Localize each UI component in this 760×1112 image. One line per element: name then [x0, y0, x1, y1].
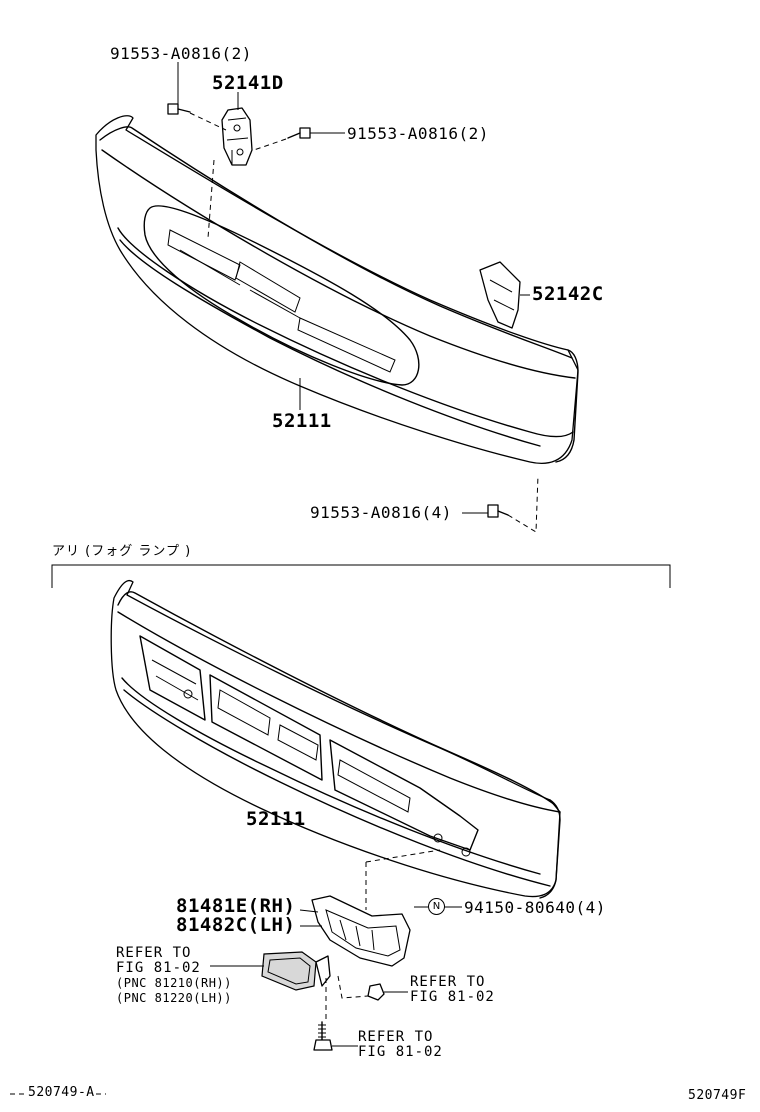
- bracket-52142c-drawing: [479, 261, 521, 329]
- label-screw-refer-2: FIG 81-02: [358, 1044, 443, 1060]
- footer-code-right: 520749F: [688, 1088, 747, 1103]
- label-bolt-top-left: 91553-A0816(2): [110, 44, 252, 63]
- label-fog-pnc-rh: (PNC 81210(RH)): [116, 976, 232, 990]
- lower-bumper-drawing: [110, 579, 561, 899]
- label-bolt-top-right: 91553-A0816(2): [347, 124, 489, 143]
- nut-n-marker-icon: N: [428, 898, 445, 915]
- upper-bumper-drawing: [95, 115, 579, 464]
- section-frame: [51, 564, 671, 588]
- leader-cover-dash: [365, 849, 441, 910]
- label-bumper-upper: 52111: [272, 410, 332, 432]
- label-screw-refer-1: REFER TO: [358, 1029, 434, 1045]
- bracket-52141d-drawing: [221, 107, 253, 166]
- label-cover-lh: 81482C(LH): [176, 914, 296, 936]
- bolt-upper-bottom-drawing: [487, 474, 539, 533]
- bolt-upper-left-drawing: [167, 103, 227, 131]
- label-clip-refer-1: REFER TO: [410, 974, 486, 990]
- label-cover-rh: 81481E(RH): [176, 895, 296, 917]
- label-fog-refer-1: REFER TO: [116, 945, 192, 961]
- label-fog-pnc-lh: (PNC 81220(LH)): [116, 991, 232, 1005]
- label-fog-refer-2: FIG 81-02: [116, 960, 201, 976]
- label-nut: 94150-80640(4): [464, 898, 606, 917]
- bolt-upper-right-drawing: [253, 127, 311, 151]
- label-bracket-52142c: 52142C: [532, 283, 604, 305]
- footer-code-left: 520749-A: [28, 1085, 95, 1100]
- label-bracket-52141d: 52141D: [212, 72, 284, 94]
- label-section-fog: アリ (フォグ ランプ ): [52, 544, 192, 559]
- label-bolt-bottom: 91553-A0816(4): [310, 503, 452, 522]
- fog-cover-drawing: [311, 895, 411, 967]
- label-bumper-lower: 52111: [246, 808, 306, 830]
- clip-drawing: [337, 975, 385, 1001]
- leader-cover: [299, 909, 322, 927]
- label-clip-refer-2: FIG 81-02: [410, 989, 495, 1005]
- fog-lamp-drawing: [261, 951, 331, 991]
- screw-drawing: [313, 978, 333, 1051]
- leader-52141d-dash: [207, 159, 215, 239]
